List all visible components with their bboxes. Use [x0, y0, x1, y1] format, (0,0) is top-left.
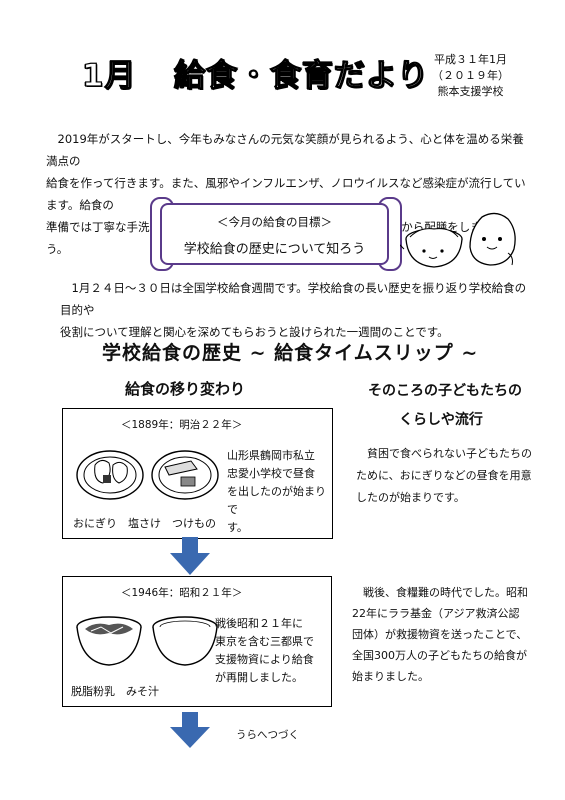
history-left-heading: 給食の移り変わり [125, 380, 246, 398]
era-1946-side-text: 戦後、食糧難の時代でした。昭和 22年にララ基金（アジア救済公認 団体）が救援物… [352, 582, 547, 687]
era-1889-side-1: 貧困で食べられない子どもたちの [356, 447, 532, 460]
skim-milk-bowl-icon [152, 616, 218, 666]
era-1889-text-3: を出したのが始まりで [227, 485, 326, 516]
salmon-plate-icon [151, 450, 219, 500]
monthly-goal-scroll: ＜今月の給食の目標＞ 学校給食の歴史について知ろう [160, 203, 389, 265]
postwar-meal-illustration [76, 616, 218, 666]
era-1889-text-4: す。 [227, 521, 248, 534]
era-1946-side-2: 22年にララ基金（アジア救済公認 [352, 607, 520, 620]
era-1889-description: 山形県鶴岡市私立 忠愛小学校で昼食 を出したのが始まりで す。 [227, 447, 327, 537]
era-1946-box: ＜1946年：昭和２１年＞ 戦後昭和２１年に 東京を含む三都県で 支援物資により… [62, 576, 332, 707]
era-1946-text-4: が再開しました。 [215, 671, 303, 684]
era-1946-side-4: 全国300万人の子どもたちの給食が [352, 649, 527, 662]
newsletter-title: 1月 給食・食育だより [80, 50, 429, 95]
onigiri-meal-illustration [76, 450, 219, 500]
intro-line-2: 給食を作って行きます。また、風邪やインフルエンザ、ノロウイルスなど感染症が流行し… [46, 176, 526, 212]
history-right-heading-1: そのころの子どもたちの [368, 383, 522, 399]
era-1946-description: 戦後昭和２１年に 東京を含む三都県で 支援物資により給食 が再開しました。 [215, 615, 327, 687]
intro-line-1: 2019年がスタートし、今年もみなさんの元気な笑顔が見られるよう、心と体を温める… [46, 132, 524, 168]
era-1946-side-5: 始まりました。 [352, 670, 429, 683]
era-1946-text-2: 東京を含む三都県で [215, 635, 314, 648]
era-1946-text-1: 戦後昭和２１年に [215, 617, 303, 630]
era-1889-side-2: ために、おにぎりなどの昼食を用意 [356, 469, 532, 482]
date-block: 平成３１年1月 （２０１９年） 熊本支援学校 [432, 52, 509, 100]
date-line-2: （２０１９年） [432, 69, 509, 82]
era-1889-side-3: したのが始まりです。 [356, 491, 465, 504]
rice-characters-illustration [400, 212, 516, 268]
title-month: 1月 [81, 57, 137, 94]
down-arrow-icon-2 [170, 712, 210, 748]
goal-heading: ＜今月の給食の目標＞ [217, 215, 332, 229]
rice-bowl-character-icon [400, 228, 463, 268]
date-line-1: 平成３１年1月 [434, 53, 507, 66]
history-section-title: 学校給食の歴史 ~ 給食タイムスリップ ~ [102, 342, 479, 364]
school-name: 熊本支援学校 [437, 85, 504, 98]
goal-text: 学校給食の歴史について知ろう [183, 242, 366, 257]
rice-ball-character-icon [469, 212, 516, 266]
era-1889-side-text: 貧困で食べられない子どもたちの ために、おにぎりなどの昼食を用意 したのが始まり… [356, 443, 546, 509]
down-arrow-icon [170, 537, 210, 575]
era-1946-side-1: 戦後、食糧難の時代でした。昭和 [352, 586, 528, 599]
era-1946-label: ＜1946年：昭和２１年＞ [121, 587, 243, 599]
week-line-2: 役割について理解と関心を深めてもらおうと設けられた一週間のことです。 [60, 325, 449, 339]
week-line-1: 1月２４日～３０日は全国学校給食週間です。学校給食の長い歴史を振り返り学校給食の… [60, 281, 527, 317]
history-right-heading-2: くらしや流行 [399, 412, 483, 428]
era-1889-text-2: 忠愛小学校で昼食 [227, 467, 315, 480]
title-main: 給食・食育だより [173, 57, 430, 94]
era-1946-text-3: 支援物資により給食 [215, 653, 314, 666]
era-1946-side-3: 団体）が救援物資を送ったことで、 [352, 628, 528, 641]
era-1889-box: ＜1889年：明治２２年＞ 山形県鶴岡市私立 忠愛小学校で昼食 を出したのが始ま… [62, 408, 333, 539]
miso-soup-bowl-icon [76, 616, 142, 666]
era-1889-text-1: 山形県鶴岡市私立 [227, 449, 315, 462]
era-1889-label: ＜1889年：明治２２年＞ [121, 419, 243, 431]
continued-on-back: うらへつづく [236, 729, 299, 741]
lunch-week-paragraph: 1月２４日～３０日は全国学校給食週間です。学校給食の長い歴史を振り返り学校給食の… [60, 277, 530, 343]
era-1889-caption: おにぎり 塩さけ つけもの [73, 517, 216, 530]
era-1946-caption: 脱脂粉乳 みそ汁 [71, 685, 159, 698]
onigiri-plate-icon [76, 450, 144, 500]
